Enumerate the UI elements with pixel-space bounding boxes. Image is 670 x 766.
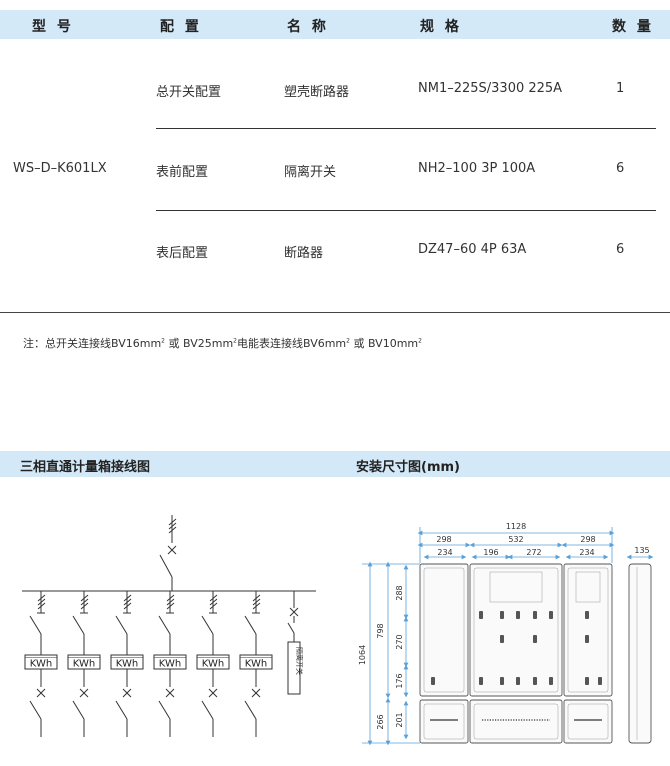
dim-total-width: 1128 (506, 522, 526, 531)
meter-slot (479, 677, 483, 685)
kwh-meter-label: KWh (116, 659, 138, 670)
row3-qty: 6 (616, 242, 625, 257)
meter-slot (549, 611, 553, 619)
kwh-meter-label: KWh (30, 659, 52, 670)
meter-slot (500, 677, 504, 685)
kwh-meter: KWh (153, 654, 187, 670)
isolator-branch (287, 591, 301, 695)
cabinet-middle-door (469, 563, 563, 697)
dim-mid-a: 196 (483, 548, 498, 557)
kwh-meter: KWh (239, 654, 273, 670)
dimension-drawing: 1128 298 532 298 234 196 272 234 135 106… (358, 522, 654, 746)
meter-slot (516, 677, 520, 685)
header-qty: 数 量 (612, 19, 654, 35)
kwh-meter-label: KWh (245, 659, 267, 670)
meter-branch (72, 591, 89, 737)
meter-branch (244, 591, 261, 737)
meter-branch (115, 591, 132, 737)
dim-h1: 288 (395, 585, 404, 600)
meter-slot (500, 635, 504, 643)
meter-slot (516, 611, 520, 619)
section-header: 三相直通计量箱接线图 安装尺寸图(mm) (0, 451, 670, 477)
dimension-diagram-title: 安装尺寸图(mm) (356, 460, 460, 475)
row1-spec: NM1–225S/3300 225A (418, 81, 563, 96)
row1-config: 总开关配置 (156, 85, 222, 100)
meter-slot (533, 677, 537, 685)
meter-slot (585, 677, 589, 685)
row-divider (156, 128, 656, 129)
row-divider (156, 210, 656, 211)
header-model: 型 号 (32, 19, 74, 35)
meter-slot (500, 611, 504, 619)
dim-total-height: 1064 (358, 645, 367, 665)
table-header: 型 号 配 置 名 称 规 格 数 量 (0, 10, 670, 39)
header-spec: 规 格 (420, 19, 462, 35)
wiring-diagram-title: 三相直通计量箱接线图 (20, 460, 151, 475)
dim-right-width: 298 (580, 535, 595, 544)
dim-h2: 270 (395, 634, 404, 649)
dim-lower-height: 266 (376, 714, 385, 729)
dim-right-inner: 234 (579, 548, 594, 557)
kwh-meter-label: KWh (202, 659, 224, 670)
cabinet-lower-middle (469, 699, 563, 744)
row2-spec: NH2–100 3P 100A (418, 161, 536, 176)
meter-branch (29, 591, 46, 737)
kwh-meter-label: KWh (73, 659, 95, 670)
meter-slot (479, 611, 483, 619)
dim-h3: 176 (395, 673, 404, 688)
row3-config: 表后配置 (156, 246, 209, 261)
model-value: WS–D–K601LX (13, 161, 107, 176)
dim-mid-b: 272 (526, 548, 541, 557)
cabinet-lower-left (419, 699, 469, 744)
kwh-meter-label: KWh (159, 659, 181, 670)
wiring-diagram: KWh KWh KWh KWh KWh KWh 隔离开关 (22, 515, 316, 737)
meter-branch (201, 591, 218, 737)
row1-name: 塑壳断路器 (284, 85, 350, 100)
table-bottom-rule (0, 312, 670, 313)
dim-depth: 135 (634, 546, 649, 555)
row3-spec: DZ47–60 4P 63A (418, 242, 527, 257)
cabinet-right-door (563, 563, 613, 697)
kwh-meter: KWh (110, 654, 144, 670)
dim-left-inner: 234 (437, 548, 452, 557)
meter-slot (549, 677, 553, 685)
meter-branch (158, 591, 175, 737)
row3-name: 断路器 (284, 246, 324, 261)
meter-slot (585, 611, 589, 619)
kwh-meter: KWh (24, 654, 58, 670)
header-name: 名 称 (287, 19, 329, 35)
dim-left-width: 298 (436, 535, 451, 544)
kwh-meter: KWh (67, 654, 101, 670)
dim-lower-inner: 201 (395, 712, 404, 727)
wiring-note: 注：总开关连接线BV16mm2 或 BV25mm2电能表连接线BV6mm2 或 … (23, 337, 422, 350)
header-config: 配 置 (160, 19, 202, 35)
meter-slot (533, 611, 537, 619)
dim-mid-width: 532 (508, 535, 523, 544)
row1-qty: 1 (616, 81, 625, 96)
meter-slot (585, 635, 589, 643)
kwh-meter: KWh (196, 654, 230, 670)
meter-slot (533, 635, 537, 643)
row2-config: 表前配置 (156, 165, 209, 180)
cabinet-side-view (628, 563, 652, 744)
cabinet-left-door (419, 563, 469, 697)
row2-name: 隔离开关 (284, 165, 337, 180)
dim-upper-height: 798 (376, 623, 385, 638)
meter-slot (598, 677, 602, 685)
meter-slot (431, 677, 435, 685)
row2-qty: 6 (616, 161, 625, 176)
cabinet-lower-right (563, 699, 613, 744)
isolator-tag-label: 隔离开关 (295, 647, 304, 675)
